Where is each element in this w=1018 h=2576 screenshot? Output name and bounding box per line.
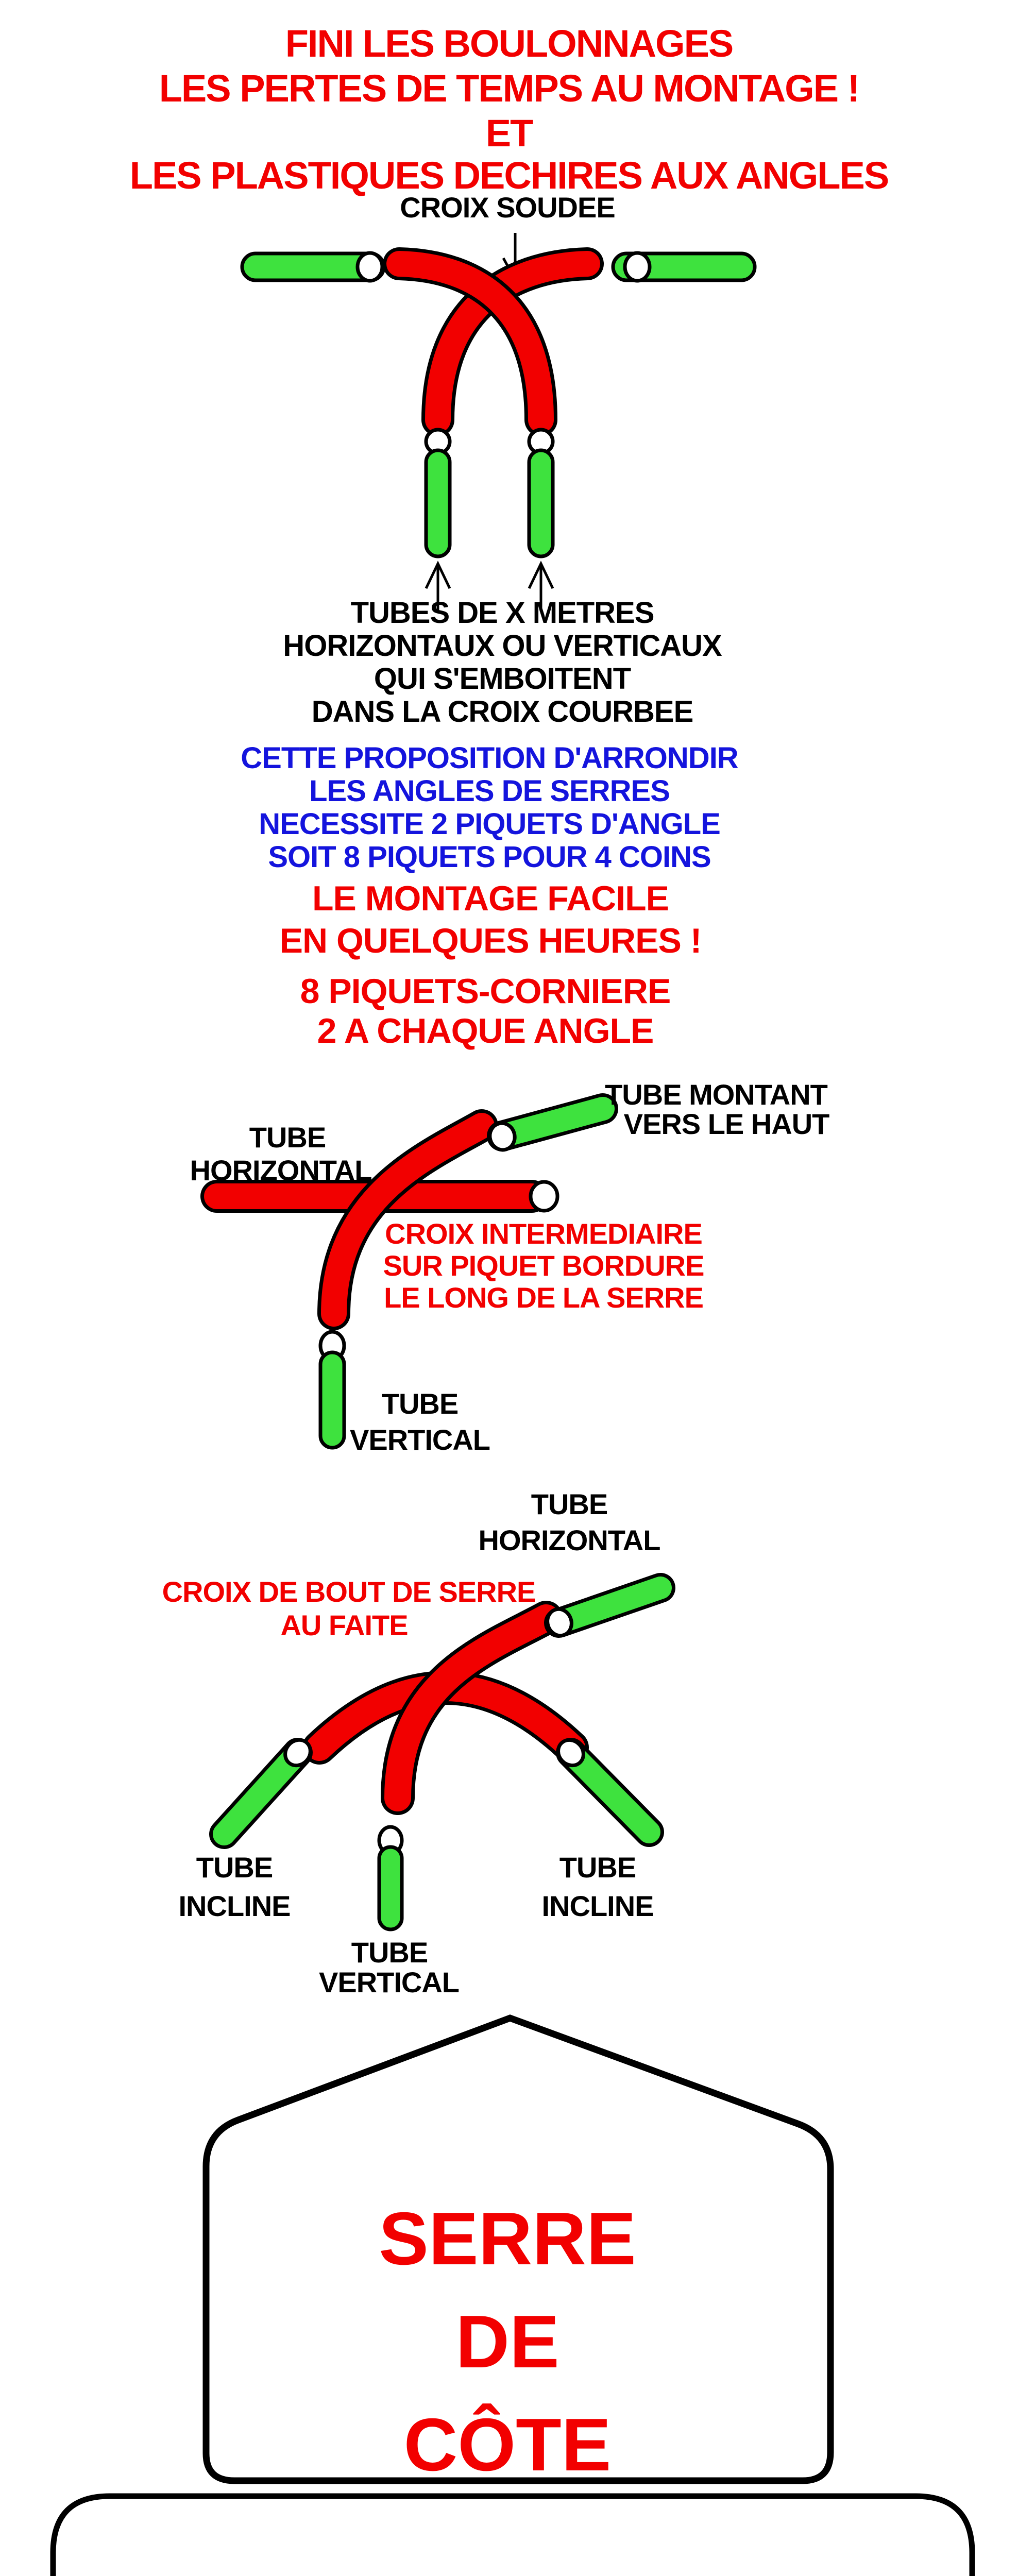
montage-line-2: EN QUELQUES HEURES ! bbox=[279, 921, 702, 960]
intermediate-vertical-green-tube bbox=[318, 1330, 346, 1450]
label-tube-incline-right-2: INCLINE bbox=[541, 1890, 654, 1922]
montage-line-1: LE MONTAGE FACILE bbox=[312, 879, 669, 918]
end-cross-vertical-green-tube bbox=[377, 1825, 404, 1931]
intermediate-curved-red-tube bbox=[317, 1109, 498, 1330]
incline-green-tube-left bbox=[209, 1738, 313, 1849]
title-line-4: LES PLASTIQUES DECHIRES AUX ANGLES bbox=[129, 154, 889, 197]
proposal-line-3: NECESSITE 2 PIQUETS D'ANGLE bbox=[259, 807, 721, 841]
montant-green-tube bbox=[487, 1093, 618, 1152]
serre-cote-line-2: DE bbox=[455, 2300, 559, 2383]
proposal-line-4: SOIT 8 PIQUETS POUR 4 COINS bbox=[268, 840, 711, 874]
welded-cross-caption: CROIX SOUDEE bbox=[400, 191, 615, 224]
intermediate-annotation-3: LE LONG DE LA SERRE bbox=[384, 1281, 704, 1314]
label-tube-incline-left-1: TUBE bbox=[196, 1851, 273, 1884]
label-tube-vertical-bottom-1: TUBE bbox=[351, 1936, 428, 1969]
proposal-line-1: CETTE PROPOSITION D'ARRONDIR bbox=[241, 741, 738, 775]
end-cross-green-tube-horizontal bbox=[544, 1573, 675, 1638]
end-cross-montant-red-tube bbox=[381, 1601, 563, 1815]
intermediate-annotation-2: SUR PIQUET BORDURE bbox=[383, 1249, 705, 1282]
label-tube-montant-2: VERS LE HAUT bbox=[623, 1108, 830, 1140]
up-arrow-icon bbox=[528, 561, 554, 611]
end-cross-annotation-2: AU FAITE bbox=[280, 1609, 408, 1641]
incline-green-tube-right bbox=[556, 1738, 664, 1847]
serre-cote-line-1: SERRE bbox=[379, 2197, 636, 2280]
serre-face-outline bbox=[50, 2493, 975, 2576]
vertical-tube-right bbox=[527, 428, 555, 558]
title-line-1: FINI LES BOULONNAGES bbox=[285, 22, 734, 65]
welded-cross-note-4: DANS LA CROIX COURBEE bbox=[311, 695, 694, 728]
label-tube-vertical-1: TUBE bbox=[381, 1387, 459, 1420]
label-tube-montant-1: TUBE MONTANT bbox=[605, 1078, 828, 1111]
horizontal-tube-left bbox=[240, 251, 386, 283]
tube-end-cap bbox=[529, 1180, 559, 1213]
intermediate-annotation-1: CROIX INTERMEDIAIRE bbox=[385, 1217, 703, 1250]
welded-cross-note-3: QUI S'EMBOITENT bbox=[374, 662, 631, 696]
label-tube-horizontal-2: HORIZONTAL bbox=[190, 1154, 372, 1187]
title-line-3: ET bbox=[485, 112, 534, 155]
label-tube-horizontal-top-2: HORIZONTAL bbox=[478, 1524, 661, 1556]
label-tube-horizontal-1: TUBE bbox=[249, 1121, 326, 1154]
serre-cote-line-3: CÔTE bbox=[403, 2403, 612, 2486]
serre-cote-outline bbox=[202, 2014, 834, 2484]
welded-cross-red-tubes bbox=[383, 247, 604, 436]
end-cross-annotation-1: CROIX DE BOUT DE SERRE bbox=[162, 1575, 536, 1608]
label-tube-vertical-bottom-2: VERTICAL bbox=[319, 1966, 460, 1998]
welded-cross-note-2: HORIZONTAUX OU VERTICAUX bbox=[283, 629, 722, 663]
piquets-line-2: 2 A CHAQUE ANGLE bbox=[317, 1011, 654, 1050]
proposal-line-2: LES ANGLES DE SERRES bbox=[309, 774, 670, 808]
label-tube-incline-right-1: TUBE bbox=[559, 1851, 636, 1884]
label-tube-vertical-2: VERTICAL bbox=[350, 1423, 490, 1456]
up-arrow-icon bbox=[425, 561, 451, 611]
horizontal-tube-right bbox=[611, 251, 757, 283]
vertical-tube-left bbox=[424, 428, 452, 558]
welded-cross-note-1: TUBES DE X METRES bbox=[350, 596, 655, 630]
label-tube-incline-left-2: INCLINE bbox=[178, 1890, 291, 1922]
label-tube-horizontal-top-1: TUBE bbox=[531, 1488, 608, 1520]
piquets-line-1: 8 PIQUETS-CORNIERE bbox=[300, 972, 671, 1011]
title-line-2: LES PERTES DE TEMPS AU MONTAGE ! bbox=[159, 67, 860, 110]
